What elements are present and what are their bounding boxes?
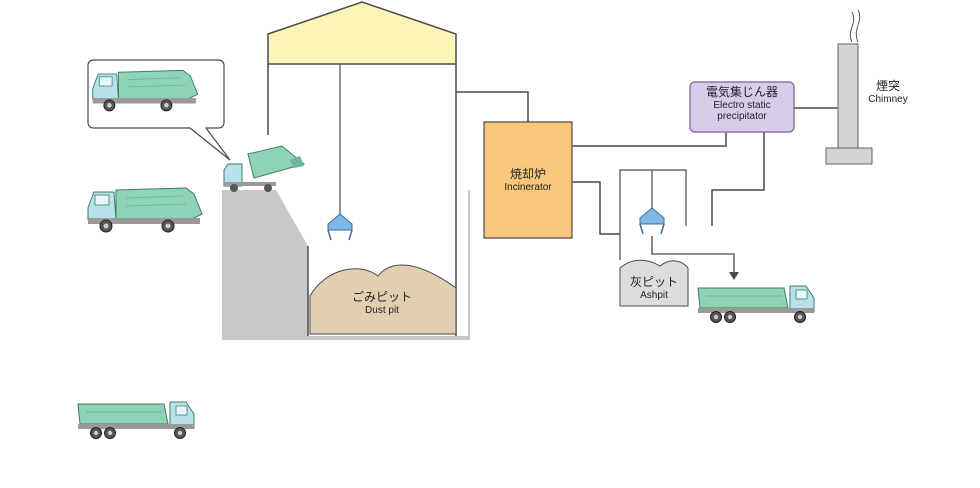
precipitator-label: 電気集じん器 Electro static precipitator — [692, 86, 792, 123]
ashpit-label-en: Ashpit — [622, 290, 686, 302]
arrow-head-icon — [729, 272, 739, 280]
pipe-incinerator-ashpit — [572, 182, 620, 234]
roof — [268, 2, 456, 64]
ash-truck-icon — [698, 286, 814, 323]
chimney-label-jp: 煙突 — [860, 80, 916, 94]
precipitator-label-en2: precipitator — [692, 111, 792, 123]
crane-grab-icon — [328, 214, 352, 240]
pipe-incinerator-precipitator — [572, 132, 726, 146]
incinerator-label: 焼却炉 Incinerator — [488, 168, 568, 193]
waiting-truck-icon — [88, 188, 202, 232]
dust-pit-label: ごみピット Dust pit — [344, 291, 420, 316]
chimney-label: 煙突 Chimney — [860, 80, 916, 105]
dumping-truck-icon — [224, 146, 304, 192]
precipitator-label-en1: Electro static — [692, 100, 792, 112]
ash-crane-grab-icon — [640, 208, 664, 234]
precipitator-label-jp: 電気集じん器 — [692, 86, 792, 100]
incinerator-label-en: Incinerator — [488, 182, 568, 194]
incinerator-label-jp: 焼却炉 — [488, 168, 568, 182]
dust-pit-label-jp: ごみピット — [344, 291, 420, 305]
ashpit-label-jp: 灰ピット — [622, 276, 686, 290]
chimney-label-en: Chimney — [860, 94, 916, 106]
pipe-building-incinerator — [456, 92, 528, 122]
dump-truck-icon — [78, 402, 194, 439]
ashpit-label: 灰ピット Ashpit — [622, 276, 686, 301]
dust-pit-label-en: Dust pit — [344, 305, 420, 317]
